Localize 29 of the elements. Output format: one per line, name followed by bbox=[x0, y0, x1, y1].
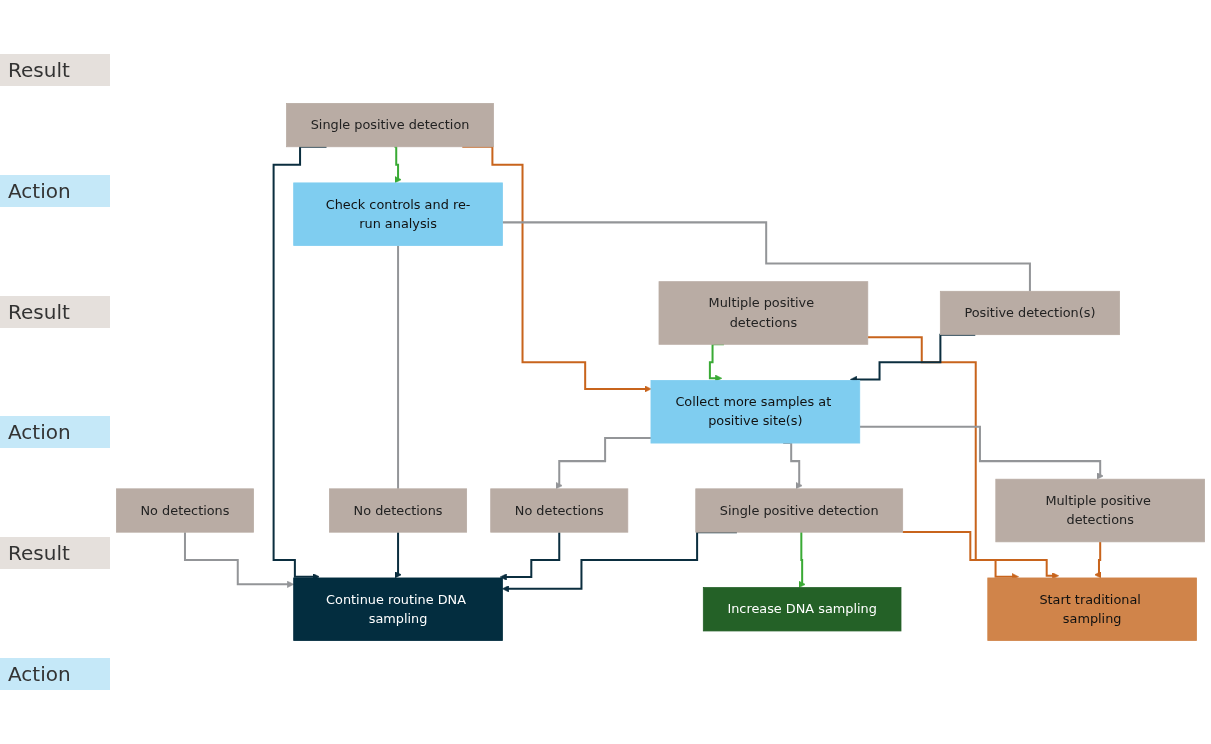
arrow bbox=[555, 437, 651, 490]
row-label: Action bbox=[0, 657, 110, 690]
node-box: Positive detection(s) bbox=[939, 290, 1120, 336]
node-box: Collect more samples at positive site(s) bbox=[650, 380, 861, 444]
node-box: No detections bbox=[329, 488, 467, 533]
arrow bbox=[1094, 540, 1102, 579]
node-box: Single positive detection bbox=[695, 488, 904, 533]
node-box: Continue routine DNA sampling bbox=[293, 577, 503, 641]
arrow bbox=[859, 425, 1104, 480]
arrow bbox=[393, 145, 402, 184]
connector bbox=[502, 221, 1031, 293]
arrow bbox=[394, 531, 402, 579]
arrow bbox=[499, 531, 561, 581]
node-box: Increase DNA sampling bbox=[702, 587, 902, 632]
node-box: Check controls and re-run analysis bbox=[293, 182, 503, 246]
node-box: No detections bbox=[490, 488, 629, 533]
arrow bbox=[798, 531, 806, 588]
node-box: Multiple positive detections bbox=[995, 478, 1205, 543]
row-label: Result bbox=[0, 295, 110, 328]
row-label: Action bbox=[0, 175, 110, 207]
node-box: Start traditional sampling bbox=[987, 577, 1197, 641]
row-label: Action bbox=[0, 416, 110, 449]
arrow bbox=[183, 531, 295, 588]
node-box: Single positive detection bbox=[286, 103, 494, 148]
row-label: Result bbox=[0, 536, 110, 569]
row-label: Result bbox=[0, 54, 110, 87]
connector bbox=[397, 244, 400, 490]
node-box: Multiple positive detections bbox=[658, 281, 869, 345]
node-box: No detections bbox=[116, 488, 254, 533]
